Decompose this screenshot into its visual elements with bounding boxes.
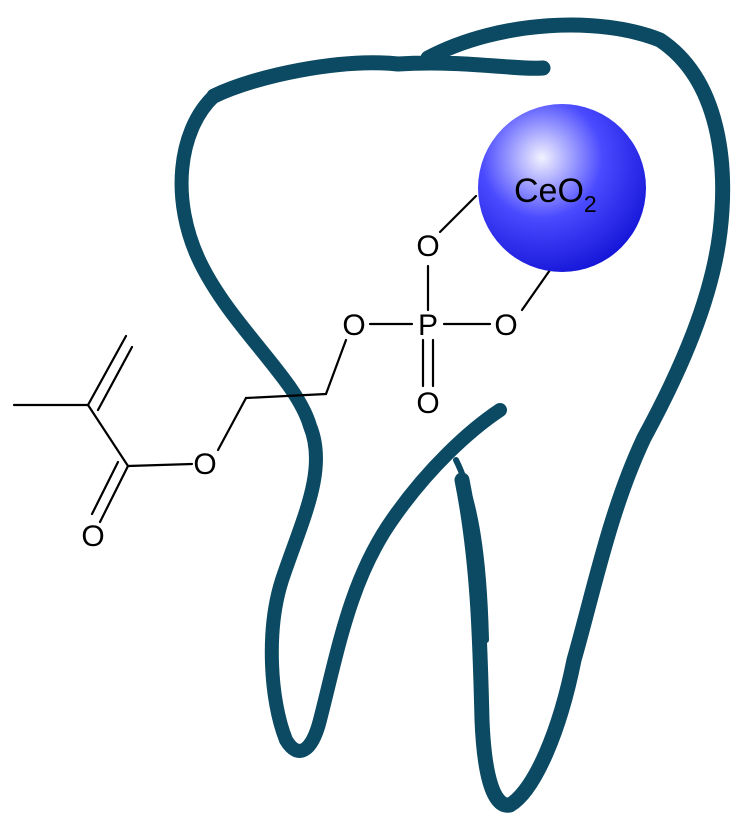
ceo2-label-main: CeO [514,172,584,210]
atom-o-double: O [416,387,439,420]
ceo2-nanoparticle: CeO2 [478,104,646,272]
carbonyl-bond-a [98,464,130,524]
atom-o-left: O [342,309,365,342]
tooth-right-root [453,457,489,643]
atom-o-right: O [494,309,517,342]
ch2-o-bond [324,338,348,396]
c-o-ester-bond [126,462,194,468]
carbonyl-bond-b [90,460,120,516]
atom-o-ester: O [193,448,216,481]
o-ceo2-lower-bond [520,268,552,312]
vinyl-double-bond-b [96,345,134,412]
tooth-outer-contour [206,17,731,813]
o-ceo2-upper-bond [438,194,478,234]
ceo2-label: CeO2 [514,172,597,217]
atom-p: P [418,309,438,342]
tooth-outline [174,17,731,813]
ceo2-label-subscript: 2 [584,191,597,217]
vinyl-double-bond-a [86,334,128,407]
atom-o-carbonyl: O [81,520,104,553]
atom-labels: P O O O O O O [81,230,517,553]
ceo2-sphere [478,104,646,272]
ch2-ch2-bond [244,392,328,400]
o-ch2-bond [216,396,248,452]
molecule-bonds [12,194,552,524]
tooth-left-contour [174,89,507,758]
atom-o-upper: O [416,230,439,263]
c-c-bond [86,403,130,468]
